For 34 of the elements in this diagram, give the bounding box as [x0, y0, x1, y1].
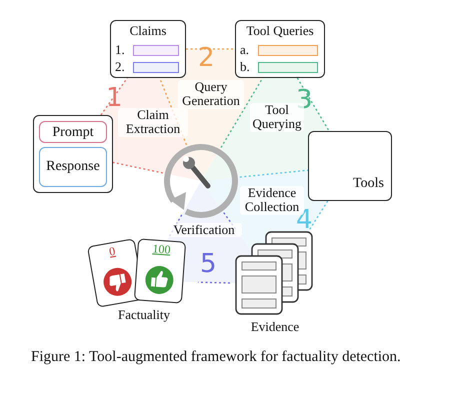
response-label: Response [45, 159, 101, 174]
connector-line [198, 282, 230, 284]
list-marker: 2. [115, 60, 125, 74]
connector-line [296, 78, 330, 132]
score-value: 0 [107, 242, 118, 261]
step-label: Verification [166, 223, 242, 238]
step-label: Tool Querying [250, 103, 304, 132]
tools-label: Tools [353, 176, 384, 192]
connector-line [112, 162, 163, 174]
step-label: Evidence Collection [240, 186, 304, 215]
figure-caption: Figure 1: Tool-augmented framework for factuality detection. [31, 348, 402, 367]
input-box [33, 115, 113, 193]
connector-line [220, 78, 264, 148]
claims-box [110, 20, 186, 78]
connector-line [240, 170, 308, 178]
tools-box [308, 131, 392, 201]
list-heading: Tool Queries [245, 24, 315, 38]
evidence-label: Evidence [250, 320, 300, 334]
connector-line [100, 78, 128, 116]
connector-line [186, 48, 235, 50]
tool-queries-box [235, 20, 325, 78]
list-marker: a. [240, 43, 250, 58]
connector-line [308, 200, 328, 230]
factuality-label: Factuality [117, 308, 171, 322]
list-marker: 1. [115, 43, 125, 58]
step-label: Claim Extraction [118, 108, 188, 137]
step-label: Query Generation [178, 80, 244, 109]
response-box [39, 147, 107, 187]
prompt-box [39, 121, 107, 143]
score-value: 100 [151, 241, 172, 258]
step-number: 5 [200, 250, 217, 279]
list-marker: b. [240, 60, 250, 74]
list-heading: Claims [128, 24, 168, 38]
prompt-label: Prompt [51, 125, 95, 140]
